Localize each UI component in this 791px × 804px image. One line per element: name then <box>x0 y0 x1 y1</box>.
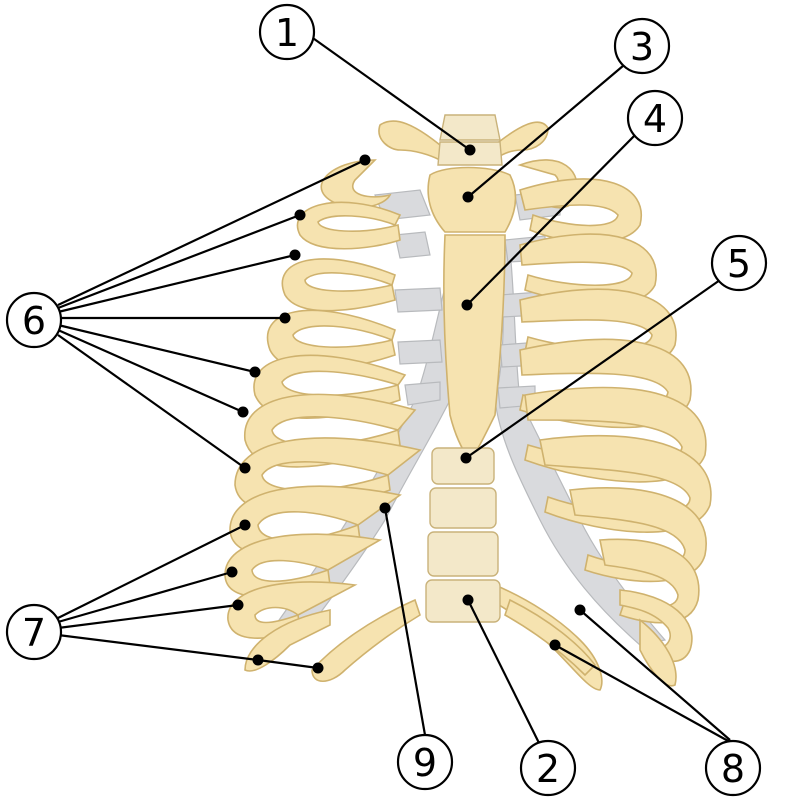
callout-1-label: 1 <box>275 11 299 55</box>
callout-4-label: 4 <box>643 97 667 141</box>
callout-6: 6 <box>5 291 63 349</box>
callout-5: 5 <box>710 234 768 292</box>
callout-7-label: 7 <box>22 611 46 655</box>
callout-3-label: 3 <box>630 25 654 69</box>
callout-2: 2 <box>519 739 577 797</box>
lower-vertebrae <box>425 447 501 623</box>
callout-9-label: 9 <box>413 741 437 785</box>
upper-vertebra <box>437 114 503 166</box>
clavicles <box>378 120 549 162</box>
callout-2-label: 2 <box>536 747 560 791</box>
callout-8: 8 <box>704 739 762 797</box>
callout-8-label: 8 <box>721 747 745 791</box>
callout-4: 4 <box>626 89 684 147</box>
callout-7: 7 <box>5 603 63 661</box>
right-ribs <box>489 159 712 691</box>
callout-1: 1 <box>258 3 316 61</box>
callout-3: 3 <box>613 17 671 75</box>
callout-5-label: 5 <box>727 242 751 286</box>
callout-9: 9 <box>396 733 454 791</box>
callout-6-label: 6 <box>22 299 46 343</box>
leader-lines <box>57 35 731 746</box>
target-dots <box>226 144 586 674</box>
